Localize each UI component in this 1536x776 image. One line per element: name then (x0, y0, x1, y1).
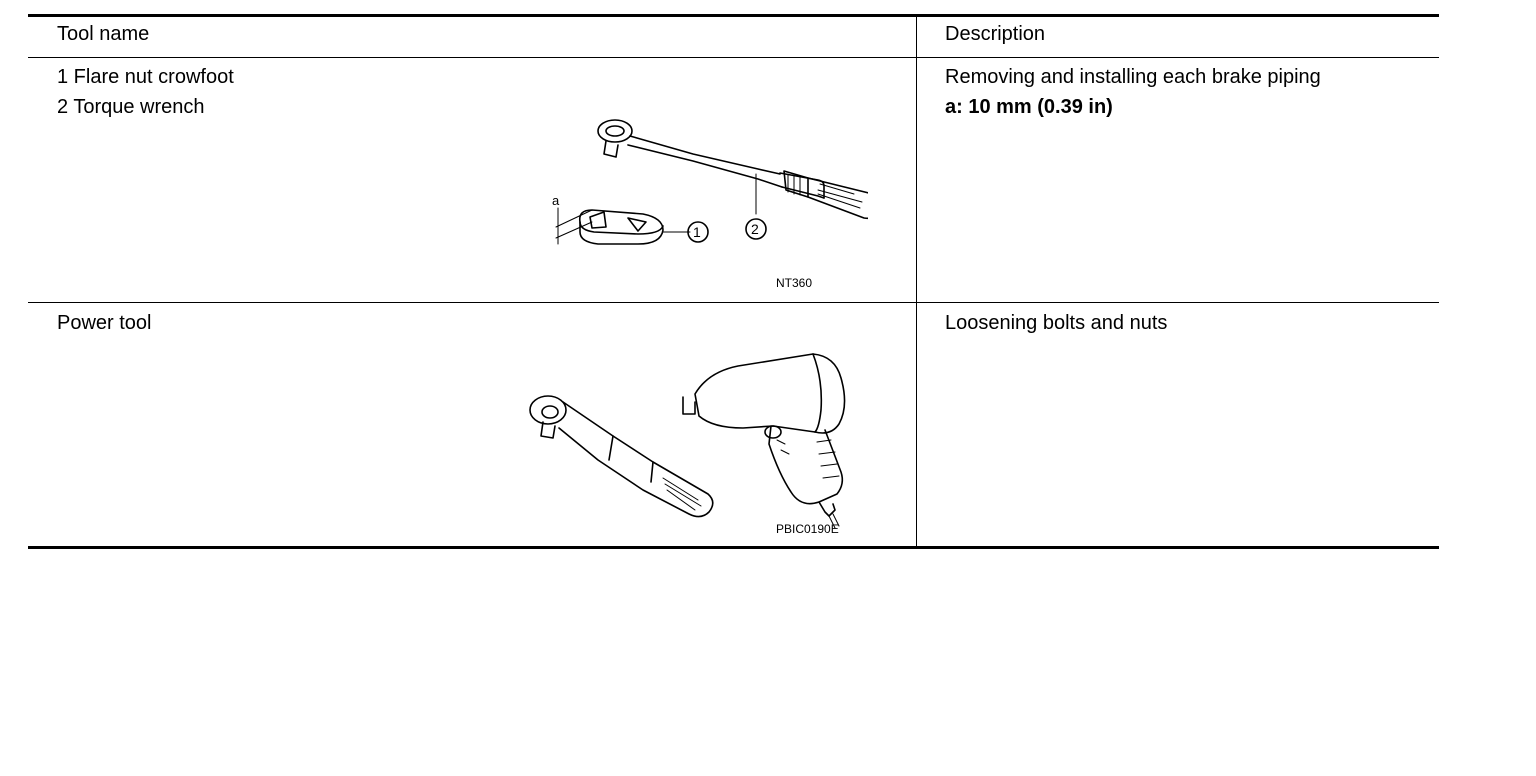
figure-code: PBIC0190E (776, 522, 839, 536)
torque-tools-figure: 2 1 a (552, 119, 868, 245)
svg-text:a: a (552, 193, 560, 208)
table-top-rule (28, 14, 1439, 17)
row-description: Loosening bolts and nuts (945, 312, 1168, 334)
flare-nut-crowfoot-icon: 1 a (552, 193, 709, 245)
header-divider (28, 57, 1439, 58)
column-divider (916, 17, 917, 546)
header-tool-name: Tool name (57, 23, 150, 45)
tool-name-line-1: 1 Flare nut crowfoot (57, 66, 234, 88)
header-description: Description (945, 23, 1046, 45)
figure-code: NT360 (776, 276, 813, 290)
row-divider (28, 302, 1439, 303)
air-ratchet-icon (529, 395, 714, 518)
tool-name-line-1: Power tool (57, 312, 152, 334)
row-dimension-spec: a: 10 mm (0.39 in) (945, 96, 1113, 118)
row-description: Removing and installing each brake pipin… (945, 66, 1321, 88)
svg-text:2: 2 (751, 221, 759, 237)
tool-name-line-2: 2 Torque wrench (57, 96, 205, 118)
svg-text:1: 1 (693, 224, 701, 240)
impact-wrench-icon (682, 353, 846, 529)
table-bottom-rule (28, 546, 1439, 549)
torque-wrench-icon: 2 (597, 119, 868, 240)
power-tools-figure (529, 353, 846, 529)
